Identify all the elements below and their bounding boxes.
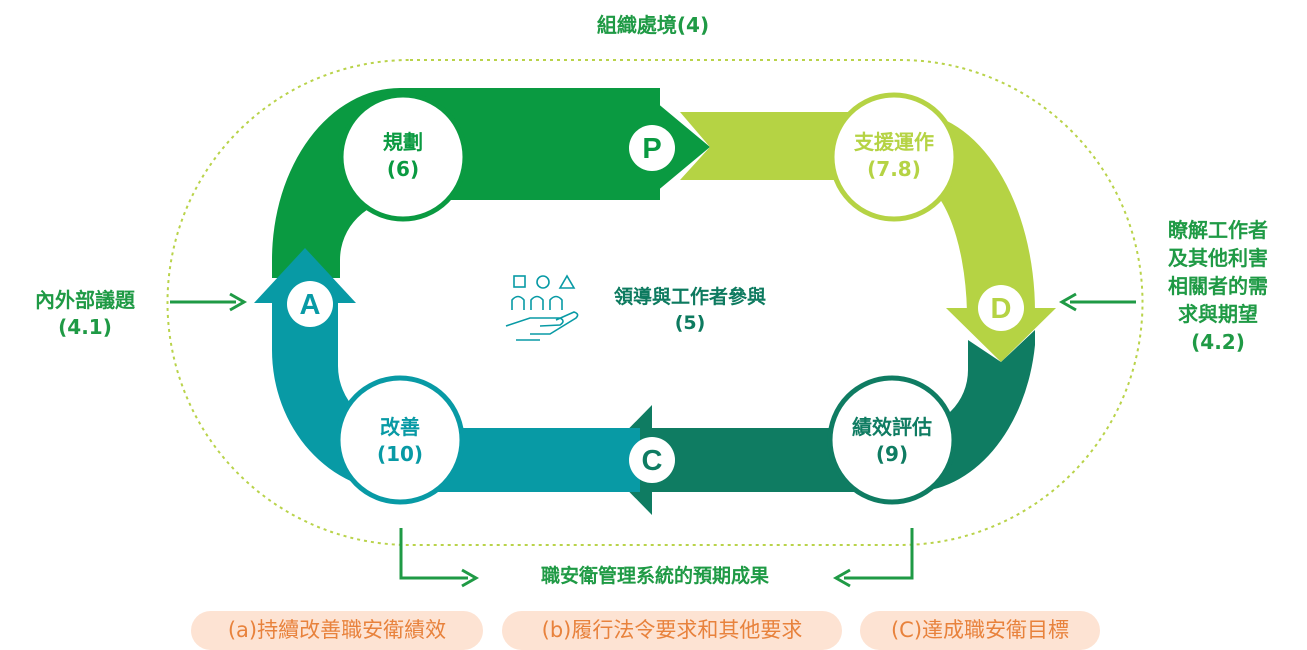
interested-parties-arrow-head (1058, 292, 1077, 312)
plan-circle (338, 92, 468, 222)
letter-a: A (300, 289, 321, 321)
outcome-pill-a: (a)持續改善職安衛績效 (191, 611, 483, 650)
external-issues-arrow-head (229, 292, 248, 312)
leadership-label: 領導與工作者參與 (5) (590, 285, 790, 336)
interested-parties-line-3: 相關者的需 (1168, 274, 1268, 298)
interested-parties-ref: (4.2) (1191, 330, 1245, 354)
leadership-ref: (5) (674, 311, 706, 334)
leadership-title: 領導與工作者參與 (613, 286, 766, 308)
outcome-pill-c: (C)達成職安衛目標 (860, 611, 1100, 650)
outcome-pill-b: (b)履行法令要求和其他要求 (502, 611, 842, 650)
plan-title: 規劃 (383, 130, 423, 154)
interested-parties-label: 瞭解工作者 及其他利害 相關者的需 求與期望 (4.2) (1138, 216, 1298, 356)
plan-ref: (6) (386, 157, 420, 181)
context-title: 組織處境(4) (596, 13, 710, 37)
improvement-label: 改善 (10) (340, 414, 460, 468)
leadership-icon (505, 274, 579, 341)
evaluation-title: 績效評估 (852, 415, 932, 439)
improvement-circle (335, 375, 465, 505)
letter-d-badge (978, 285, 1024, 331)
support-ref: (7.8) (867, 157, 921, 181)
improvement-ref: (10) (376, 442, 424, 466)
improvement-title: 改善 (380, 415, 420, 439)
letter-p: P (642, 133, 661, 165)
letter-c-badge (629, 437, 675, 483)
external-issues-label: 內外部議題 (4.1) (15, 287, 155, 341)
do-arrow-head (946, 308, 1056, 362)
support-title: 支援運作 (854, 130, 934, 154)
letter-d: D (991, 293, 1012, 325)
outcome-arrow-right (844, 528, 914, 580)
outcome-arrow-right-head (832, 568, 851, 588)
plan-label: 規劃 (6) (343, 129, 463, 183)
letter-p-badge (629, 125, 675, 171)
interested-parties-line-4: 求與期望 (1178, 302, 1258, 326)
evaluation-label: 績效評估 (9) (832, 414, 952, 468)
support-circle (829, 92, 959, 222)
support-label: 支援運作 (7.8) (834, 129, 954, 183)
plan-band (272, 88, 660, 278)
outcome-arrow-left-head (461, 568, 480, 588)
act-arrow-head (254, 248, 356, 303)
interested-parties-line-2: 及其他利害 (1168, 246, 1268, 270)
evaluation-ref: (9) (875, 442, 909, 466)
external-issues-ref: (4.1) (58, 315, 112, 339)
outcomes-title: 職安衛管理系統的預期成果 (540, 565, 769, 587)
external-issues-title: 內外部議題 (35, 288, 135, 312)
plan-arrow-head (650, 97, 710, 197)
letter-c: C (642, 445, 663, 477)
letter-a-badge (287, 281, 333, 327)
context-boundary (166, 59, 1144, 546)
evaluation-circle (827, 375, 957, 505)
interested-parties-line-1: 瞭解工作者 (1168, 218, 1268, 242)
outcome-arrow-left (399, 528, 468, 580)
